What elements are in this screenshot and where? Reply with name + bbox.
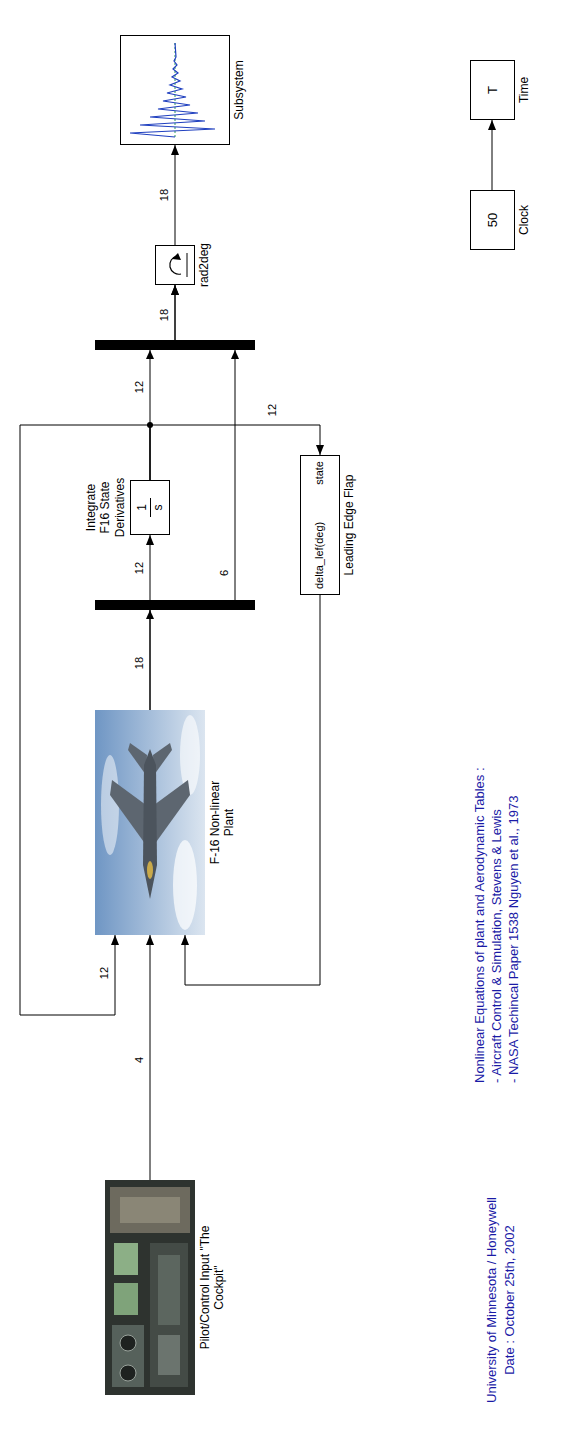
lookup-block: delta_lef(deg)stateLeading Edge Flap: [300, 455, 340, 595]
signal-line: [150, 285, 235, 710]
reference-note: - NASA Techincal Paper 1538 Nguyen et al…: [506, 796, 522, 1083]
cockpit-picture: [105, 1180, 195, 1395]
signal-width: 4: [133, 1056, 145, 1064]
reference-note: Nonlinear Equations of plant and Aerodyn…: [472, 767, 488, 1083]
block-label: F-16 Non-linear Plant: [208, 773, 237, 873]
port-name: state: [313, 461, 326, 485]
signal-width: 12: [133, 561, 145, 575]
signal-line: [185, 595, 320, 985]
clock-block: 50Clock: [470, 190, 515, 250]
signal-width: 12: [266, 403, 278, 417]
gain-block: rad2deg: [155, 245, 195, 285]
aircraft-picture: [95, 710, 205, 935]
signal-line: [150, 285, 175, 480]
block-label: Integrate F16 State Derivatives: [84, 475, 127, 541]
display-block: TTime: [470, 60, 515, 120]
block-value: 50: [485, 213, 501, 227]
signal-width: 12: [98, 966, 110, 980]
port-name: delta_lef(deg): [313, 522, 326, 589]
block-label: Time: [517, 77, 531, 103]
signal-width: 18: [158, 188, 170, 202]
denominator: s: [151, 505, 166, 511]
scope-plot: [121, 36, 229, 144]
signal-width: 18: [158, 308, 170, 322]
block-label: Pilot/Control Input "The Cockpit": [198, 1225, 227, 1350]
date-note: Date : October 25th, 2002: [502, 1225, 518, 1375]
signal-line: [150, 935, 151, 1180]
block-label: rad2deg: [197, 243, 211, 287]
signal-width: 6: [218, 569, 230, 577]
plant-block: F-16 Non-linear Plant: [95, 710, 205, 935]
signal-width: 12: [133, 380, 145, 394]
gain-symbol: [170, 253, 187, 277]
signal-width: 18: [133, 656, 145, 670]
block-label: Subsystem: [232, 60, 246, 119]
integrator-block: Integrate F16 State Derivatives1s: [130, 480, 170, 535]
cockpit-block: Pilot/Control Input "The Cockpit": [105, 1180, 195, 1395]
author-note: University of Minnesota / Honeywell: [484, 1197, 500, 1403]
block-value: T: [485, 86, 501, 94]
scope-block: Subsystem: [120, 35, 230, 145]
signal-line: [175, 145, 176, 245]
reference-note: - Aircraft Control & Simulation, Stevens…: [489, 809, 505, 1083]
block-label: Leading Edge Flap: [342, 475, 356, 576]
numerator: 1: [135, 498, 151, 517]
demux-bar: [95, 600, 255, 619]
block-label: Clock: [517, 205, 531, 235]
signal-line: [492, 120, 493, 190]
